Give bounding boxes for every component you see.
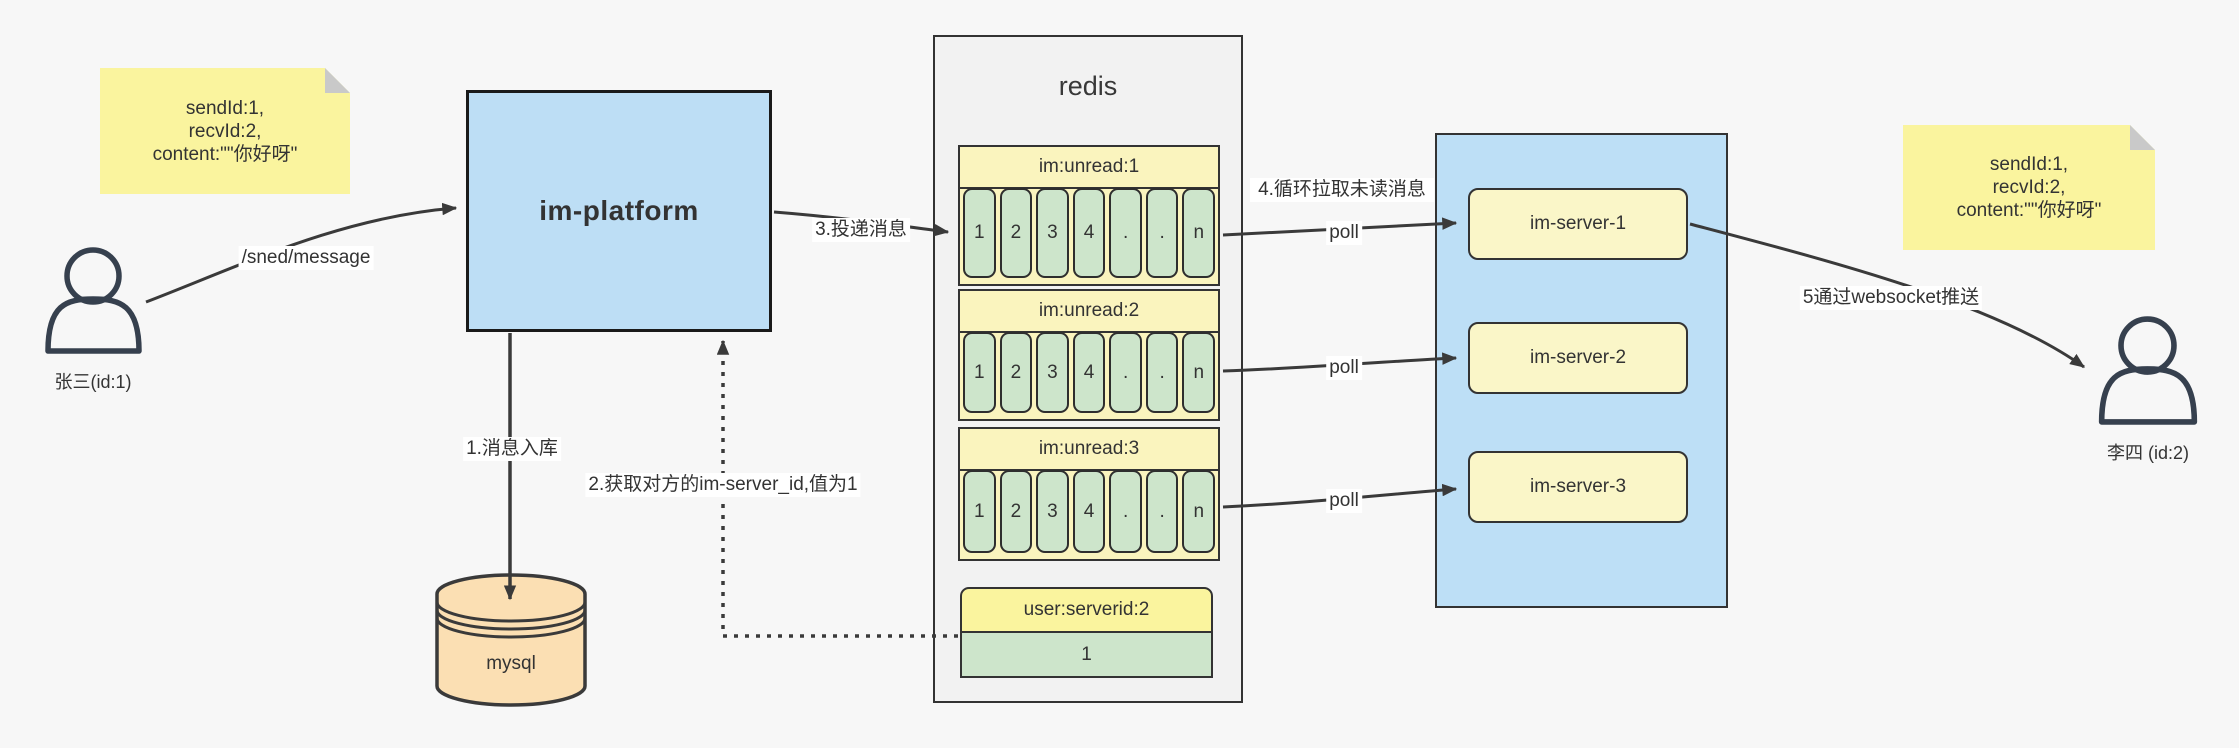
note-line: sendId:1, <box>185 97 265 119</box>
note-line: content:""你好呀" <box>1956 200 2102 221</box>
mysql-label: mysql <box>486 653 536 674</box>
im-server-label: im-server-3 <box>1529 476 1627 497</box>
queue-cell: . <box>1145 188 1179 278</box>
kv-value: 1 <box>960 633 1213 678</box>
queue-im-unread-1: im:unread:1 1 2 3 4 . . n <box>958 145 1220 286</box>
note-line: recvId:2, <box>188 120 262 142</box>
edge-label-step1: 1.消息入库 <box>463 437 561 461</box>
queue-title: im:unread:1 <box>960 147 1218 189</box>
user-sender-icon <box>42 247 145 355</box>
edge-label-send-message: /sned/message <box>238 246 374 270</box>
queue-cells-row: 1 2 3 4 . . n <box>960 188 1218 284</box>
queue-cell: . <box>1145 470 1179 553</box>
queue-cell: 1 <box>963 188 996 278</box>
note-fold-corner <box>2130 125 2155 150</box>
im-platform-label: im-platform <box>539 195 699 226</box>
sticky-note-left: sendId:1, recvId:2, content:""你好呀" <box>100 68 350 194</box>
queue-cell: 1 <box>963 470 996 553</box>
im-server-1-box: im-server-1 <box>1468 188 1688 260</box>
edge-label-poll-3: poll <box>1326 489 1362 513</box>
note-line: content:""你好呀" <box>152 143 298 165</box>
note-line: recvId:2, <box>1992 177 2066 198</box>
mysql-cylinder <box>435 572 587 708</box>
queue-cell: 1 <box>963 332 996 413</box>
redis-title: redis <box>1058 71 1118 101</box>
sticky-note-right: sendId:1, recvId:2, content:""你好呀" <box>1903 125 2155 250</box>
user-receiver-icon <box>2092 316 2204 426</box>
redis-container: redis im:unread:1 1 2 3 4 . . n im:unrea… <box>933 35 1243 703</box>
queue-im-unread-2: im:unread:2 1 2 3 4 . . n <box>958 289 1220 421</box>
queue-cell: 4 <box>1072 470 1106 553</box>
queue-cell: n <box>1182 470 1216 553</box>
im-platform-box: im-platform <box>466 90 772 332</box>
im-server-label: im-server-2 <box>1529 347 1627 368</box>
queue-cell: 4 <box>1072 332 1106 413</box>
queue-cell: 3 <box>1036 188 1069 278</box>
edge-label-step4: 4.循环拉取未读消息 <box>1250 178 1434 202</box>
queue-cell: . <box>1109 332 1142 413</box>
queue-title: im:unread:3 <box>960 429 1218 471</box>
queue-cell: 2 <box>999 188 1033 278</box>
edge-label-step2: 2.获取对方的im-server_id,值为1 <box>585 473 861 497</box>
queue-cells-row: 1 2 3 4 . . n <box>960 470 1218 559</box>
edge-label-poll-2: poll <box>1326 356 1362 380</box>
queue-cell: . <box>1109 188 1142 278</box>
queue-cell: . <box>1109 470 1142 553</box>
edge-label-step5: 5通过websocket推送 <box>1799 286 1983 310</box>
note-line: sendId:1, <box>1989 154 2069 175</box>
queue-cells-row: 1 2 3 4 . . n <box>960 332 1218 419</box>
note-fold-corner <box>325 68 350 93</box>
queue-im-unread-3: im:unread:3 1 2 3 4 . . n <box>958 427 1220 561</box>
queue-cell: 2 <box>999 332 1033 413</box>
im-server-2-box: im-server-2 <box>1468 322 1688 394</box>
queue-cell: 4 <box>1072 188 1106 278</box>
im-servers-container: im-server-1 im-server-2 im-server-3 <box>1435 133 1728 608</box>
user-sender-label: 张三(id:1) <box>54 372 132 392</box>
queue-cell: n <box>1182 332 1216 413</box>
edge-label-poll-1: poll <box>1326 221 1362 245</box>
im-server-label: im-server-1 <box>1529 213 1627 234</box>
kv-user-serverid: user:serverid:2 1 <box>960 587 1213 678</box>
queue-cell: 2 <box>999 470 1033 553</box>
queue-cell: n <box>1182 188 1216 278</box>
queue-title: im:unread:2 <box>960 291 1218 333</box>
user-receiver-label: 李四 (id:2) <box>2106 443 2190 463</box>
queue-cell: 3 <box>1036 470 1069 553</box>
queue-cell: . <box>1145 332 1179 413</box>
im-server-3-box: im-server-3 <box>1468 451 1688 523</box>
edge-label-step3: 3.投递消息 <box>812 218 910 242</box>
kv-key: user:serverid:2 <box>960 587 1213 633</box>
queue-cell: 3 <box>1036 332 1069 413</box>
